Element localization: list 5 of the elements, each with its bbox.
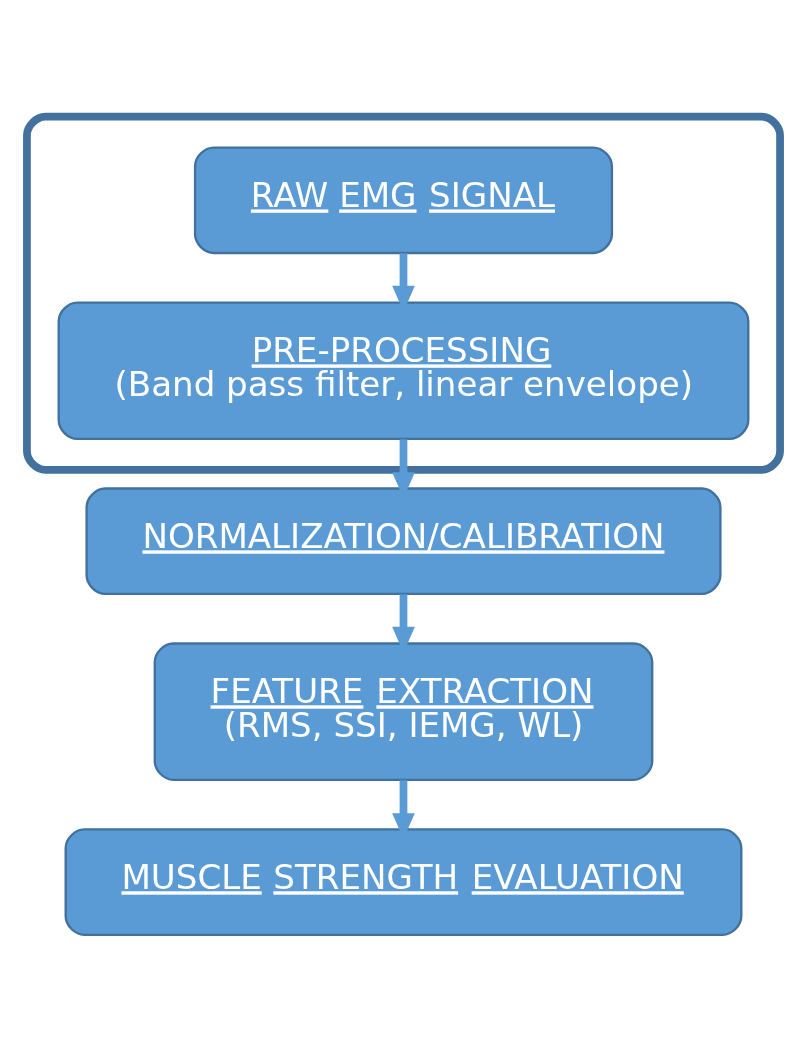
node-box: NORMALIZATION/CALIBRATION — [85, 486, 722, 595]
node-box: PRE-PROCESSING (Band pass filter, linear envelope) — [57, 300, 750, 440]
node-box: MUSCLE STRENGTH EVALUATION — [64, 827, 743, 936]
node-box: FEATURE EXTRACTION (RMS, SSI, IEMG, WL) — [153, 641, 654, 781]
node-box: RAW EMG SIGNAL — [193, 145, 614, 254]
